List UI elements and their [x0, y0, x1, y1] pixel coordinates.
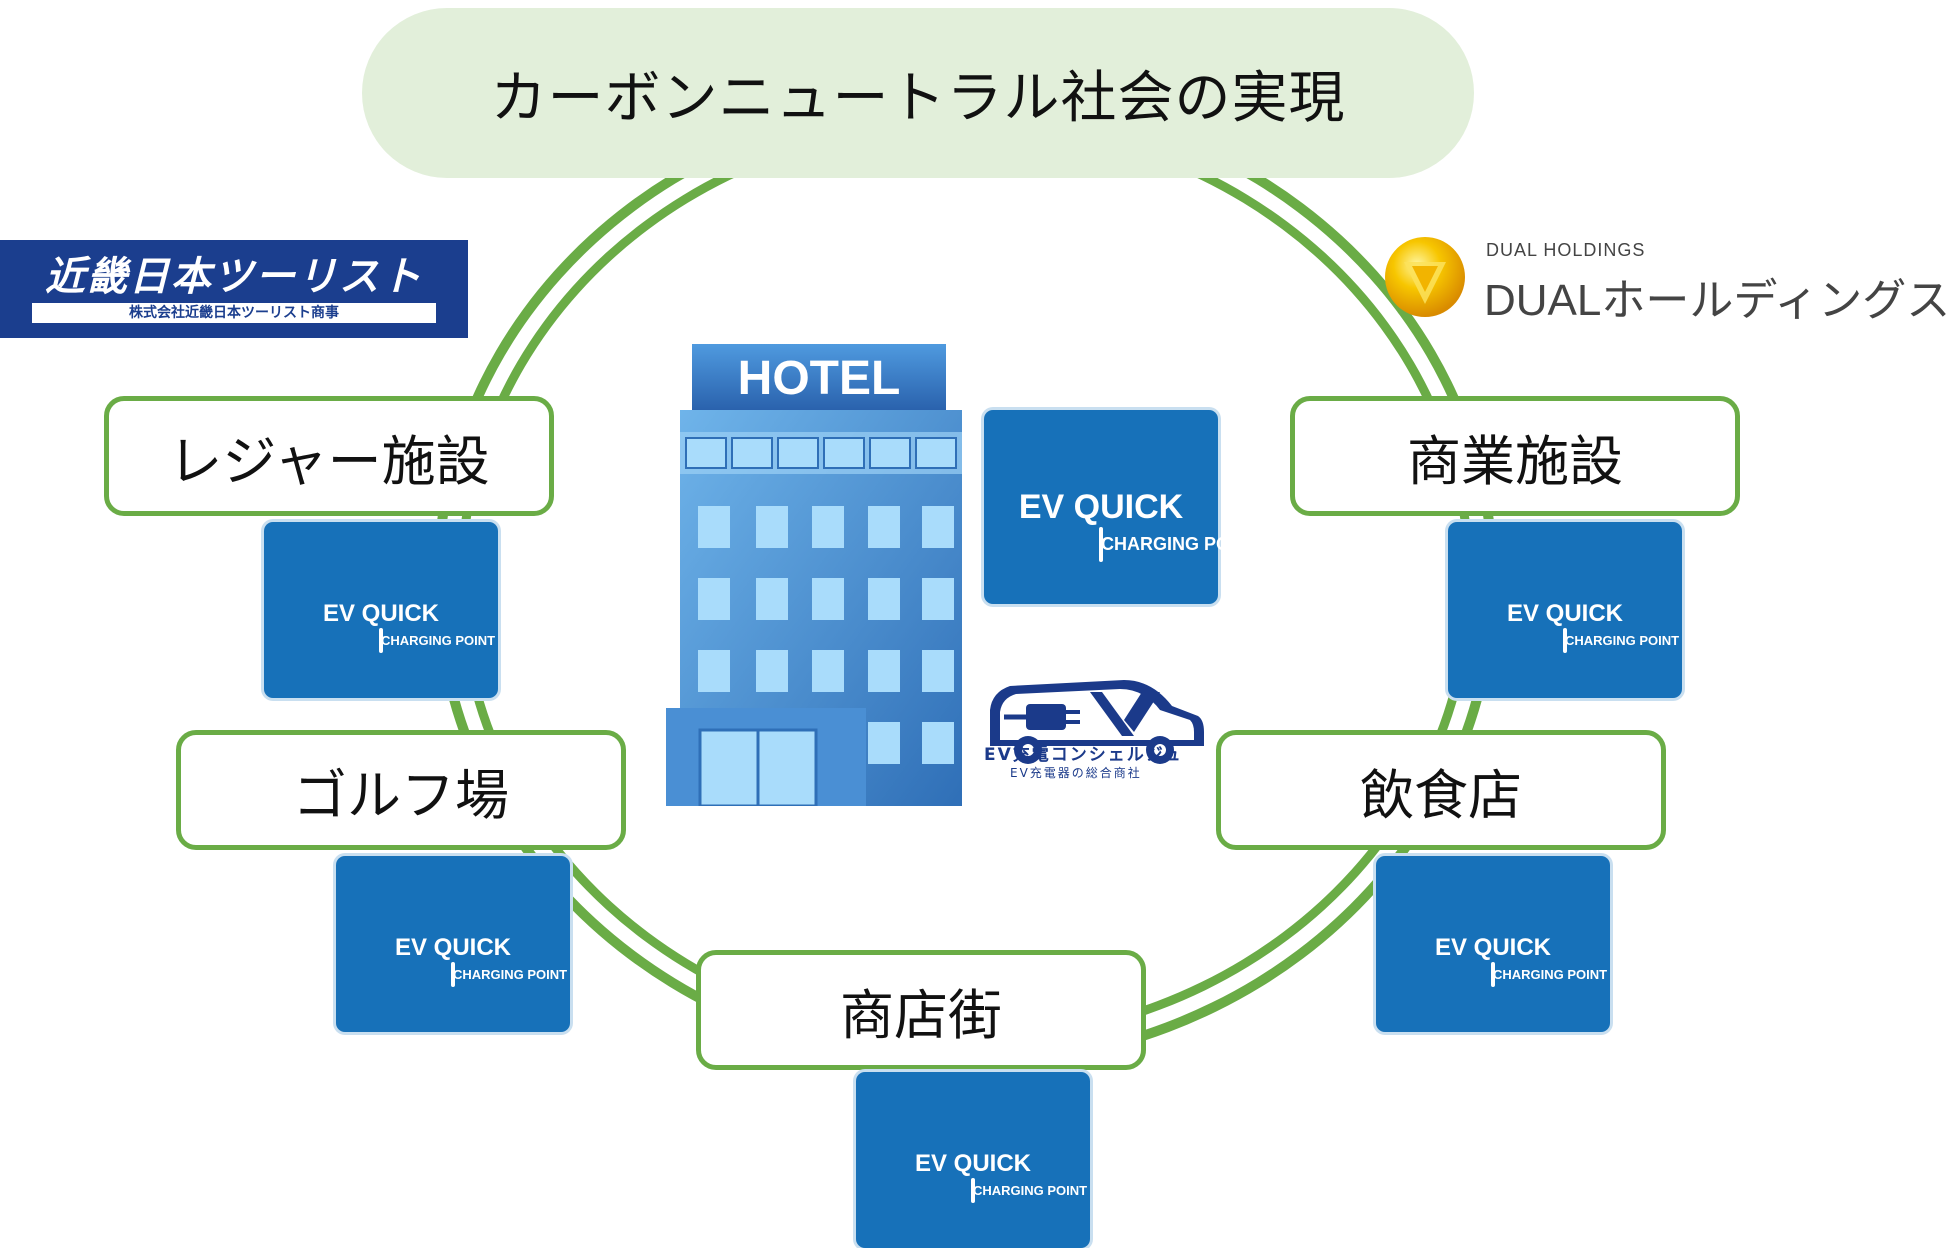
ev-concierge-van-icon	[990, 680, 1204, 764]
knt-logo-name: 近畿日本ツーリスト	[45, 255, 423, 299]
badge-title: EV QUICK	[1435, 934, 1552, 961]
hotel-building-icon: HOTEL	[666, 344, 962, 806]
place-commercial-facility: 商業施設	[1290, 396, 1740, 516]
badge-caption: CHARGING POINT	[971, 1178, 1087, 1203]
badge-title: EV QUICK	[323, 600, 440, 627]
place-restaurant: 飲食店	[1216, 730, 1666, 850]
badge-caption: CHARGING POINT	[1491, 962, 1607, 987]
commercial-ev-quick-badge: EV QUICK CHARGING POINT	[1448, 522, 1682, 698]
badge-caption: CHARGING POINT	[379, 628, 495, 653]
badge-title: EV QUICK	[915, 1150, 1032, 1177]
dual-logo-small: DUAL HOLDINGS	[1486, 240, 1646, 260]
leisure-ev-quick-badge: EV QUICK CHARGING POINT	[264, 522, 498, 698]
badge-title: EV QUICK	[395, 934, 512, 961]
knt-logo-subtitle: 株式会社近畿日本ツーリスト商事	[32, 303, 436, 323]
badge-caption: CHARGING POINT	[1563, 628, 1679, 653]
ev-concierge-name: EV充電コンシェルジュ	[984, 745, 1183, 765]
knt-logo: 近畿日本ツーリスト 株式会社近畿日本ツーリスト商事	[0, 240, 468, 338]
badge-caption: CHARGING POINT	[1099, 527, 1259, 562]
diagram-title: カーボンニュートラル社会の実現	[490, 65, 1346, 131]
ev-concierge-subtitle: EV充電器の総合商社	[1010, 766, 1142, 780]
badge-title: EV QUICK	[1018, 488, 1184, 526]
place-golf-course-label: ゴルフ場	[293, 763, 509, 827]
place-commercial-facility-label: 商業施設	[1407, 429, 1623, 493]
dual-logo-name: DUALホールディングス	[1484, 276, 1950, 325]
place-restaurant-label: 飲食店	[1360, 763, 1522, 827]
place-leisure-facility-label: レジャー施設	[168, 429, 490, 493]
badge-caption: CHARGING POINT	[451, 962, 567, 987]
place-shopping-street-label: 商店街	[840, 983, 1002, 1047]
hotel-sign-text: HOTEL	[738, 352, 901, 405]
shopping-street-ev-quick-badge: EV QUICK CHARGING POINT	[856, 1072, 1090, 1248]
restaurant-ev-quick-badge: EV QUICK CHARGING POINT	[1376, 856, 1610, 1032]
badge-title: EV QUICK	[1507, 600, 1624, 627]
title-pill: カーボンニュートラル社会の実現	[362, 8, 1474, 178]
hotel-ev-quick-badge: EV QUICK CHARGING POINT	[984, 410, 1259, 604]
place-golf-course: ゴルフ場	[176, 730, 626, 850]
golf-ev-quick-badge: EV QUICK CHARGING POINT	[336, 856, 570, 1032]
place-leisure-facility: レジャー施設	[104, 396, 554, 516]
place-shopping-street: 商店街	[696, 950, 1146, 1070]
dual-orb-icon	[1385, 237, 1465, 317]
